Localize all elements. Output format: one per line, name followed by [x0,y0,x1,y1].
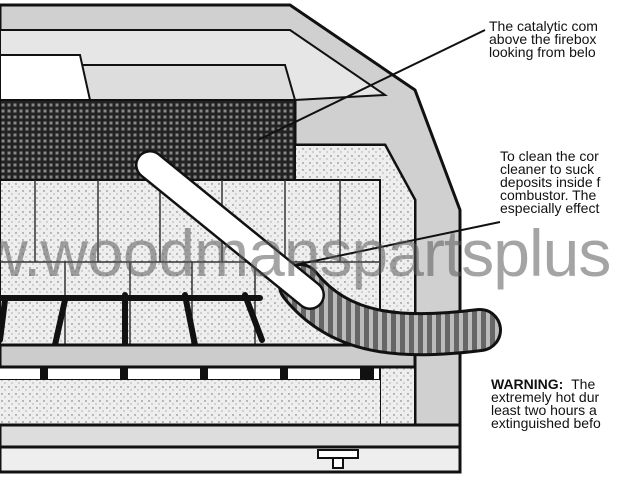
callout-line: To clean the cor [500,148,599,164]
leader-line-catalytic [257,29,486,141]
warning-label: WARNING: [491,376,564,392]
hearth-floor [0,380,380,425]
grate-front-rail [0,343,417,369]
door-latch [317,449,359,469]
callout-line: cleaner to suck [500,161,595,177]
callout-line: The [571,376,596,392]
callout-line: extinguished befo [491,415,601,431]
baffle-white-bar [0,54,92,101]
ash-lip [0,423,462,449]
callout-line: deposits inside f [500,174,601,190]
callout-line: especially effect [500,200,600,216]
callout-line: above the firebox [489,31,597,47]
callout-line: combustor. The [500,187,597,203]
ash-lip-base [0,445,462,474]
callout-line: extremely hot dur [491,389,600,405]
callout-warning: WARNING: The extremely hot dur least two… [491,376,601,431]
grate [0,292,265,348]
leader-line-clean [294,221,501,266]
callout-line: The catalytic com [489,18,598,34]
callout-line: least two hours a [491,402,597,418]
watermark: w.woodmanspartsplus [0,216,611,290]
callout-line: looking from belo [489,44,596,60]
callout-catalytic: The catalytic com above the firebox look… [489,18,598,60]
callout-clean: To clean the cor cleaner to suck deposit… [500,148,601,216]
